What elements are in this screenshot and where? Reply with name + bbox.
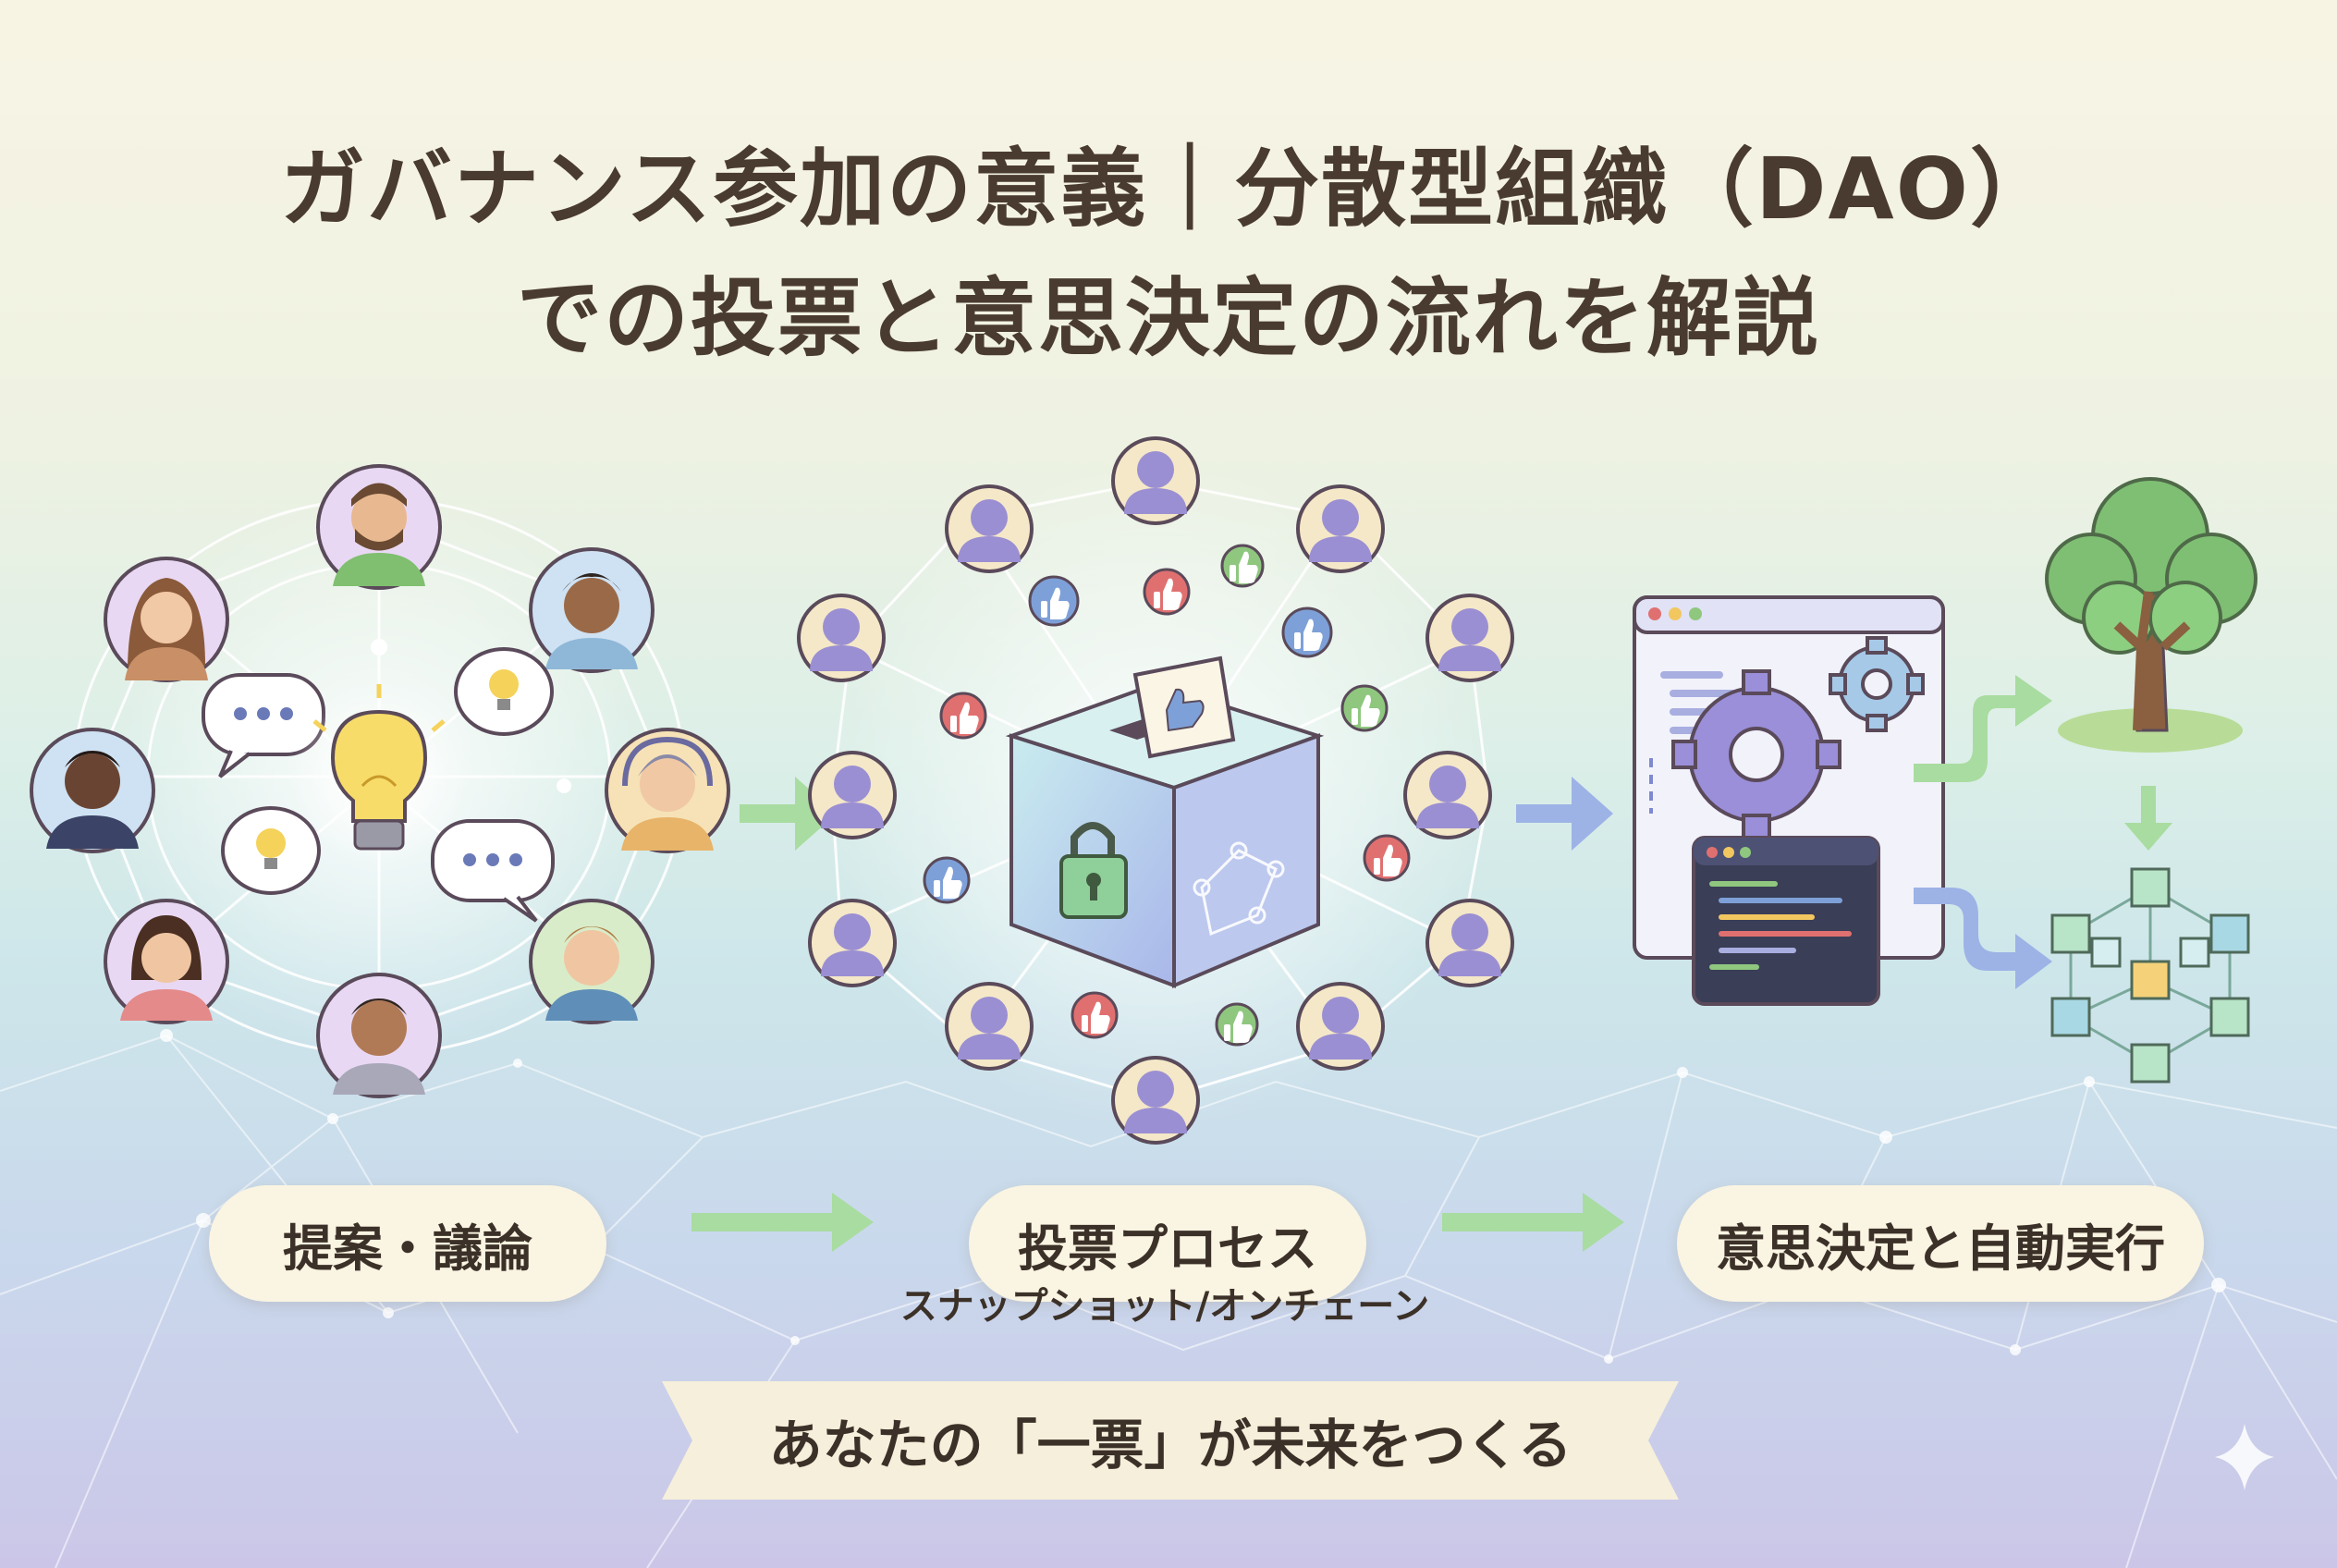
- gear-icon: [1671, 669, 1841, 839]
- voter-node: [945, 982, 1034, 1071]
- blockchain-cubes-icon: [2050, 867, 2250, 1084]
- thumbs-up-icon: [939, 692, 987, 740]
- ballot-paper: [1132, 655, 1236, 759]
- speech-bubble-icon: [431, 819, 555, 923]
- gear-icon: [1829, 636, 1925, 732]
- voter-node: [1296, 982, 1385, 1071]
- thumbs-up-icon: [1071, 991, 1119, 1039]
- step-voting-subtitle: スナップショット/オンチェーン: [899, 1285, 1430, 1328]
- voter-node: [797, 594, 886, 682]
- thumbs-up-icon: [1220, 544, 1265, 588]
- voter-node: [1111, 1056, 1200, 1145]
- terminal-window-icon: [1692, 836, 1880, 1006]
- page-title-line2: での投票と意思決定の流れを解説: [516, 269, 1820, 368]
- avatar-man-bottom: [316, 973, 442, 1098]
- arrow-to-tree: [1914, 675, 2052, 782]
- arrow-right-2: [1516, 777, 1613, 851]
- arrow-to-cubes: [1914, 888, 2052, 989]
- lock-icon: [1059, 822, 1128, 919]
- voter-node: [808, 899, 897, 987]
- voter-node: [1425, 594, 1514, 682]
- avatar-woman-brown-hair: [104, 557, 229, 682]
- thumbs-down-icon: [1143, 568, 1191, 616]
- avatar-woman-short-hair: [104, 899, 229, 1024]
- step-discussion: 提案・議論: [209, 1185, 606, 1302]
- voter-node: [1403, 751, 1492, 839]
- voter-node: [1425, 899, 1514, 987]
- arrow-step-1-2: [691, 1193, 874, 1252]
- discussion-network: [30, 464, 730, 1098]
- step-execution: 意思決定と自動実行: [1677, 1185, 2204, 1302]
- avatar-man-suit: [30, 728, 155, 853]
- small-bulb-bubble: [454, 647, 554, 736]
- avatar-man-blond: [529, 899, 655, 1024]
- execution-section: [1633, 477, 2257, 1084]
- speech-bubble-icon: [202, 673, 325, 778]
- thumbs-up-icon: [923, 856, 971, 904]
- voting-network: [797, 436, 1514, 1145]
- avatar-man-curly-hair: [529, 547, 655, 673]
- voter-node: [808, 751, 897, 839]
- slogan-banner: あなたの「一票」が未来をつくる: [662, 1381, 1679, 1500]
- thumbs-down-icon: [1363, 834, 1411, 882]
- thumbs-up-icon: [1281, 606, 1333, 658]
- ballot-box-icon: [1005, 655, 1325, 989]
- small-bulb-bubble: [221, 806, 321, 895]
- voter-node: [1296, 484, 1385, 573]
- step-voting: 投票プロセス: [969, 1185, 1366, 1302]
- arrow-down: [2124, 786, 2172, 851]
- lightbulb-icon: [291, 684, 467, 864]
- arrow-step-2-3: [1442, 1193, 1624, 1252]
- thumbs-up-icon: [1028, 575, 1080, 627]
- thumbs-up-icon: [1340, 684, 1389, 732]
- voter-node: [945, 484, 1034, 573]
- thumbs-up-icon: [1215, 1002, 1259, 1047]
- avatar-man-beard: [316, 464, 442, 590]
- sparkle-icon: [2215, 1424, 2274, 1490]
- tree-icon: [2045, 477, 2257, 753]
- voter-node: [1111, 436, 1200, 525]
- avatar-woman-headphones: [605, 728, 730, 853]
- page-title-line1: ガバナンス参加の意義｜分散型組織（DAO）: [280, 140, 2057, 239]
